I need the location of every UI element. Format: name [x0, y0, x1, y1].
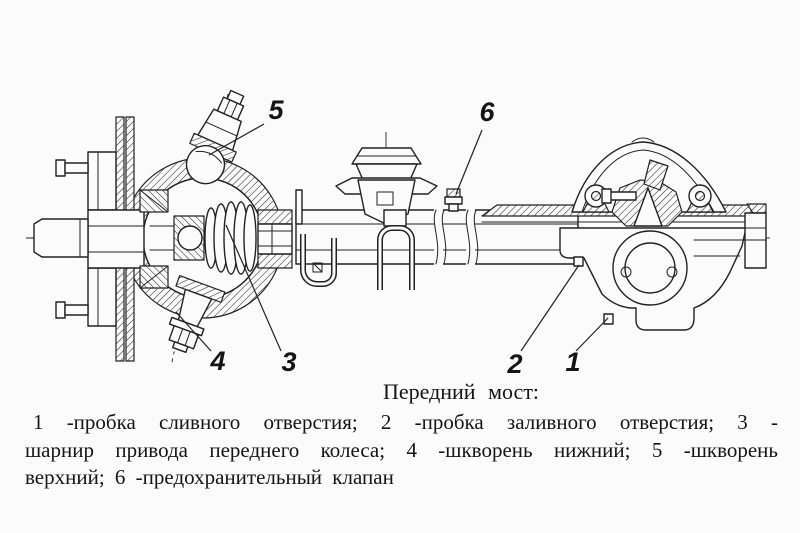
callout-leader-3	[225, 224, 282, 352]
lower-kingpin	[168, 275, 226, 354]
safety-valve	[444, 188, 463, 212]
spring-mount-bracket	[300, 147, 438, 290]
dust-shield-plate	[295, 189, 303, 225]
legend-line-2: шарнир привода переднего колеса; 4 -шкво…	[25, 437, 778, 462]
axle-tube	[295, 189, 579, 266]
figure-title: Передний мост:	[382, 379, 540, 404]
boot-clamp-top	[257, 209, 293, 225]
wheel-stud-top	[64, 162, 89, 174]
callout-number-4: 4	[210, 346, 226, 376]
wheel-hub-assembly	[33, 116, 169, 362]
fill-plug	[573, 256, 584, 267]
callout-leader-5	[208, 123, 265, 156]
valve-base	[448, 203, 459, 212]
upper-kingpin	[185, 89, 245, 185]
cv-boot	[204, 201, 293, 275]
callout-number-5: 5	[268, 95, 284, 125]
differential-housing	[559, 137, 767, 331]
diff-bolt-head	[601, 188, 612, 204]
callout-number-6: 6	[479, 97, 495, 127]
callout-leader-4	[175, 311, 212, 352]
callout-number-3: 3	[281, 347, 297, 377]
shaft-coupler	[257, 223, 293, 255]
cv-ball	[177, 225, 203, 251]
valve-body	[444, 196, 463, 205]
callout-leader-6	[455, 129, 483, 195]
diff-upper-lug	[643, 159, 669, 191]
legend-line-3: верхний; 6 -предохранительный клапан	[25, 465, 394, 489]
diff-boss-inner	[624, 242, 676, 294]
stub-axle	[33, 218, 89, 258]
hub-body	[87, 209, 145, 269]
callout-leader-2	[520, 264, 580, 352]
tube-break-line	[441, 209, 447, 265]
callout-leaders	[175, 123, 609, 352]
bracket-window	[376, 191, 394, 206]
boot-clamp-bottom	[257, 253, 293, 269]
tube-break-line	[473, 209, 479, 265]
drain-plug	[603, 313, 614, 325]
callout-leader-1	[575, 317, 609, 352]
legend-line-1: 1 -пробка сливного отверстия; 2 -пробка …	[33, 410, 778, 434]
tube-break-line	[465, 209, 471, 265]
wheel-stud-head-bottom	[55, 301, 66, 319]
hub-flange-bottom	[87, 267, 117, 327]
callout-number-1: 1	[565, 347, 581, 377]
pinion-notch	[633, 187, 663, 227]
diff-bolt	[609, 191, 637, 201]
tube-break-line	[433, 209, 439, 265]
wheel-stud-head-top	[55, 159, 66, 177]
hub-flange-top	[87, 151, 117, 211]
figure-legend: 1 -пробка сливного отверстия; 2 -пробка …	[25, 409, 778, 492]
wheel-stud-bottom	[64, 304, 89, 316]
callout-number-2: 2	[507, 349, 523, 379]
kingpin-ball	[185, 144, 226, 185]
bracket-pedestal	[383, 209, 407, 227]
